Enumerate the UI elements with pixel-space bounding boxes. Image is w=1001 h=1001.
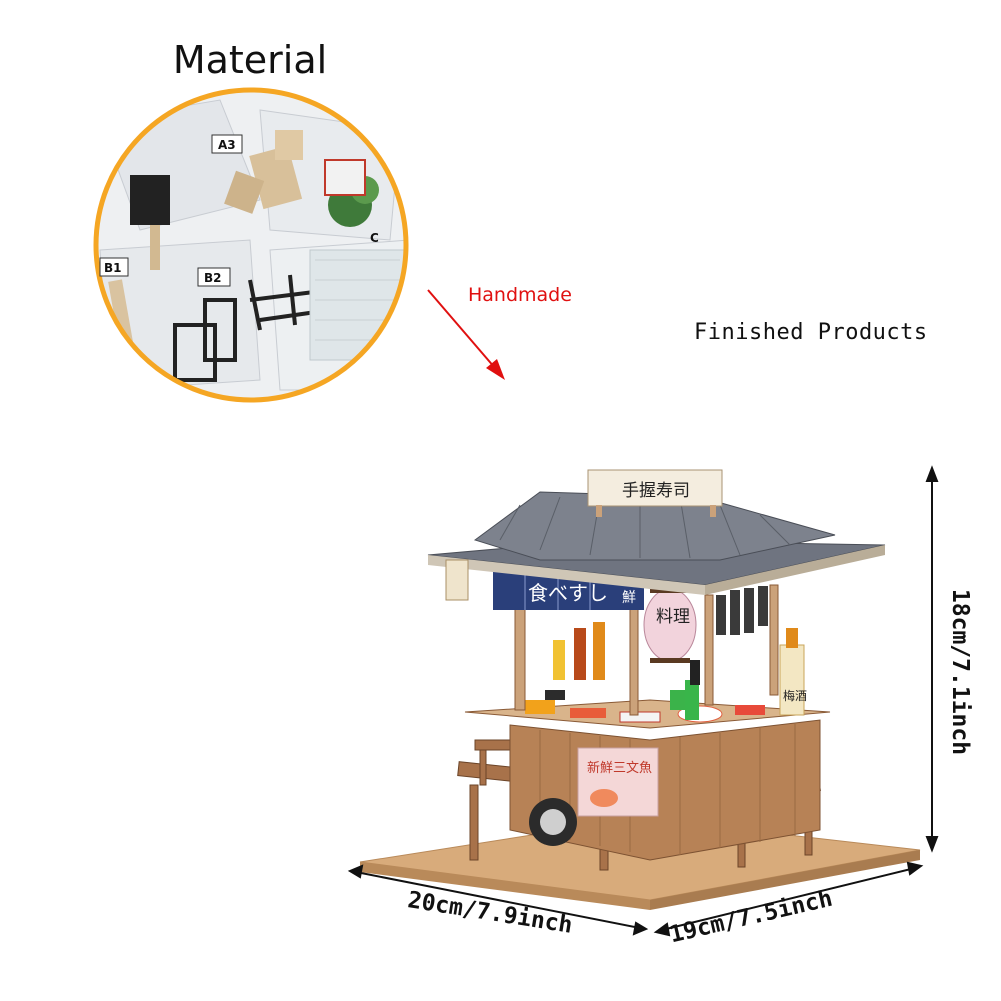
tag-b2: B2 — [204, 271, 222, 285]
dimension-height: 18cm/7.1inch — [947, 588, 973, 756]
tag-a3: A3 — [218, 138, 236, 152]
handmade-label: Handmade — [468, 284, 572, 306]
top-sign-text: 手握寿司 — [622, 481, 690, 501]
finished-products-label: Finished Products — [694, 320, 928, 345]
arrow-left-icon — [347, 864, 364, 879]
tag-c: C — [370, 231, 379, 245]
noren-badge-text: 鮮 — [622, 590, 636, 606]
cart-poster-text: 新鮮三文魚 — [587, 760, 652, 776]
arrow-down-icon — [925, 836, 939, 853]
tag-b1: B1 — [104, 261, 122, 275]
arrow-up-icon — [925, 465, 939, 482]
lantern-text: 料理 — [656, 607, 690, 627]
noren-text: 食べすし — [528, 581, 608, 605]
material-title: Material — [172, 38, 328, 82]
bottle-tag-text: 梅酒 — [783, 688, 807, 703]
arrow-right-depth-icon — [906, 861, 924, 876]
arrow-left-depth-icon — [653, 922, 671, 937]
arrow-right-icon — [632, 921, 649, 936]
